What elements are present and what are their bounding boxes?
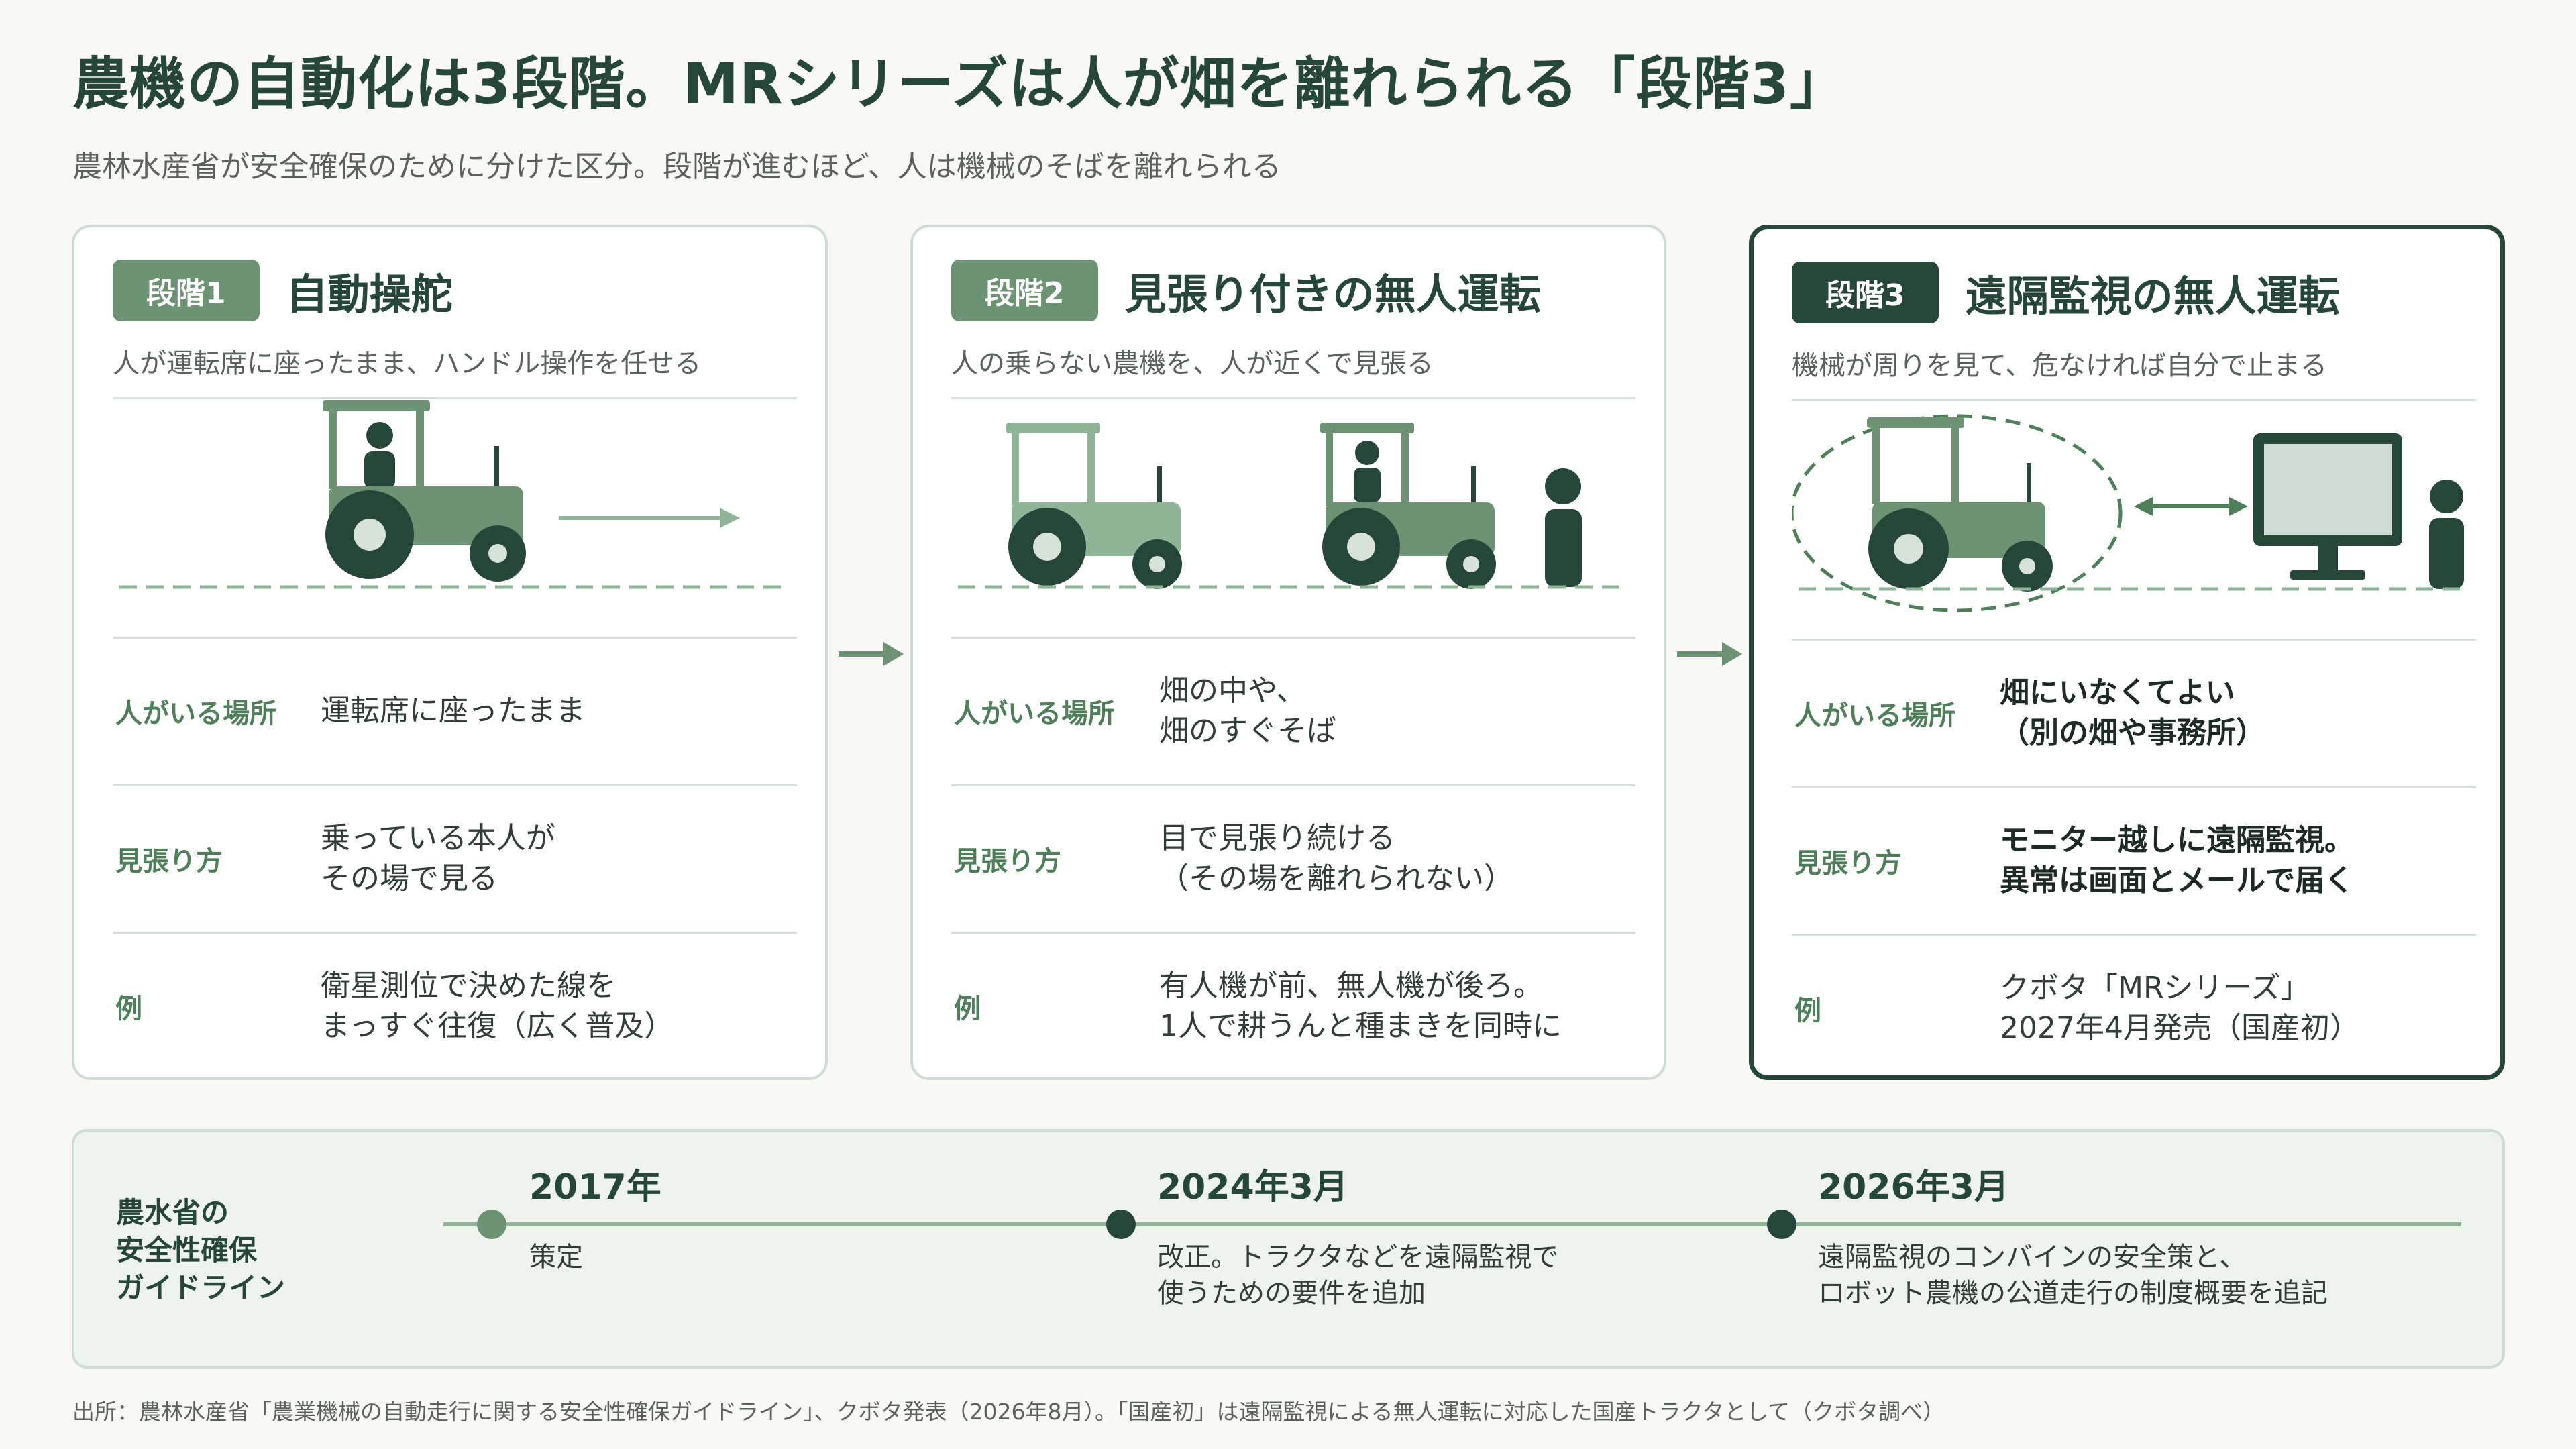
stage-card-1: 段階1 自動操舵 人が運転席に座ったまま、ハンドル操作を任せる 人がいる場所 運…: [72, 225, 828, 1080]
unmanned-tractor-icon: [1867, 417, 2053, 592]
row-location: 人がいる場所 畑にいなくてよい（別の畑や事務所）: [1792, 640, 2476, 786]
row-example: 例 有人機が前、無人機が後ろ。1人で耕うんと種まきを同時に: [951, 933, 1635, 1079]
row-value: クボタ「MRシリーズ」2027年4月発売（国産初）: [2000, 971, 2359, 1045]
timeline-dot-2017: [477, 1210, 506, 1239]
row-label: 見張り方: [954, 846, 1061, 877]
timeline-track: [443, 1210, 2461, 1239]
row-value: 畑にいなくてよい（別の畑や事務所）: [2000, 676, 2265, 750]
page-title: 農機の自動化は3段階。MRシリーズは人が畑を離れられる「段階3」: [72, 51, 1847, 117]
manned-tractor-icon: [1320, 423, 1496, 589]
source-note: 出所：農林水産省「農業機械の自動走行に関する安全性確保ガイドライン」、クボタ発表…: [72, 1399, 1945, 1425]
row-monitoring: 見張り方 モニター越しに遠隔監視。異常は画面とメールで届く: [1792, 788, 2476, 934]
row-monitoring: 見張り方 目で見張り続ける（その場を離れられない）: [951, 786, 1635, 932]
stage-description: 人の乗らない農機を、人が近くで見張る: [951, 348, 1434, 379]
stage-card-2: 段階2 見張り付きの無人運転 人の乗らない農機を、人が近くで見張る: [910, 225, 1666, 1080]
stage-description: 機械が周りを見て、危なければ自分で止まる: [1792, 350, 2327, 381]
timeline-text: 改正。トラクタなどを遠隔監視で使うための要件を追加: [1157, 1242, 1559, 1309]
person-icon: [1545, 468, 1582, 587]
page-subtitle: 農林水産省が安全確保のために分けた区分。段階が進むほど、人は機械のそばを離れられ…: [72, 150, 1281, 184]
row-example: 例 衛星測位で決めた線をまっすぐ往復（広く普及）: [113, 933, 797, 1079]
timeline-dot-2026: [1767, 1210, 1796, 1239]
divider: [951, 932, 1635, 934]
stage-title: 見張り付きの無人運転: [1124, 270, 1541, 319]
stage-badge: 段階1: [113, 260, 260, 321]
row-label: 人がいる場所: [954, 698, 1115, 729]
row-value: 有人機が前、無人機が後ろ。1人で耕うんと種まきを同時に: [1159, 969, 1562, 1043]
timeline-year: 2024年3月: [1157, 1167, 1348, 1208]
sensing-range-icon: [1792, 414, 2123, 612]
row-label: 見張り方: [1794, 848, 1902, 879]
row-value: 運転席に座ったまま: [321, 694, 586, 728]
row-value: 乗っている本人がその場で見る: [321, 821, 555, 896]
divider: [1792, 786, 2476, 788]
stage-badge: 段階2: [951, 260, 1098, 321]
row-label: 例: [954, 994, 981, 1024]
row-label: 例: [1794, 996, 1821, 1026]
divider: [113, 932, 797, 934]
stage-badge: 段階3: [1792, 262, 1939, 323]
self-steering-tractor-illustration: [119, 400, 790, 589]
timeline-year: 2017年: [529, 1167, 661, 1208]
divider: [1792, 399, 2476, 401]
monitor-icon: [2253, 433, 2402, 580]
timeline-text: 遠隔監視のコンバインの安全策と、ロボット農機の公道走行の制度概要を追記: [1818, 1242, 2328, 1309]
row-label: 例: [115, 994, 142, 1024]
timeline-label: 農水省の安全性確保ガイドライン: [116, 1196, 286, 1304]
stage-title: 遠隔監視の無人運転: [1965, 272, 2340, 321]
stage-header: 段階3 遠隔監視の無人運転: [1792, 262, 2340, 323]
stage-arrow-icon: [839, 642, 904, 666]
divider: [951, 637, 1635, 639]
remote-monitoring-illustration: [1792, 414, 2469, 612]
row-value: 目で見張り続ける（その場を離れられない）: [1159, 821, 1513, 896]
stage-arrow-icon: [1677, 642, 1742, 666]
stage-description: 人が運転席に座ったまま、ハンドル操作を任せる: [113, 348, 702, 379]
row-example: 例 クボタ「MRシリーズ」2027年4月発売（国産初）: [1792, 935, 2476, 1081]
timeline-text: 策定: [529, 1242, 583, 1273]
timeline-year: 2026年3月: [1818, 1167, 2009, 1208]
direction-arrow-icon: [559, 508, 740, 528]
divider: [1792, 639, 2476, 641]
divider: [951, 397, 1635, 399]
row-location: 人がいる場所 畑の中や、畑のすぐそば: [951, 638, 1635, 784]
row-label: 見張り方: [115, 846, 223, 877]
divider: [951, 784, 1635, 786]
divider: [113, 397, 797, 399]
timeline-dot-2024: [1106, 1210, 1136, 1239]
stage-header: 段階1 自動操舵: [113, 260, 453, 321]
supervised-unmanned-illustration: [958, 423, 1629, 589]
person-icon: [2429, 480, 2464, 589]
stage-title: 自動操舵: [286, 270, 453, 319]
row-value: 衛星測位で決めた線をまっすぐ往復（広く普及）: [321, 969, 674, 1043]
unmanned-tractor-icon: [1006, 423, 1182, 589]
two-way-arrow-icon: [2134, 497, 2248, 516]
tractor-with-driver-icon: [323, 400, 526, 582]
divider: [1792, 934, 2476, 936]
stage-header: 段階2 見張り付きの無人運転: [951, 260, 1541, 321]
row-label: 人がいる場所: [115, 698, 276, 729]
divider: [113, 784, 797, 786]
row-value: 畑の中や、畑のすぐそば: [1159, 674, 1336, 748]
row-label: 人がいる場所: [1794, 700, 1955, 731]
row-value: モニター越しに遠隔監視。異常は画面とメールで届く: [2000, 823, 2354, 898]
row-monitoring: 見張り方 乗っている本人がその場で見る: [113, 786, 797, 932]
divider: [113, 637, 797, 639]
row-location: 人がいる場所 運転席に座ったまま: [113, 638, 797, 784]
stage-card-3: 段階3 遠隔監視の無人運転 機械が周りを見て、危なければ自分で止まる: [1749, 225, 2505, 1080]
guideline-timeline: 農水省の安全性確保ガイドライン 2017年 策定 2024年3月 改正。トラクタ…: [72, 1129, 2505, 1368]
